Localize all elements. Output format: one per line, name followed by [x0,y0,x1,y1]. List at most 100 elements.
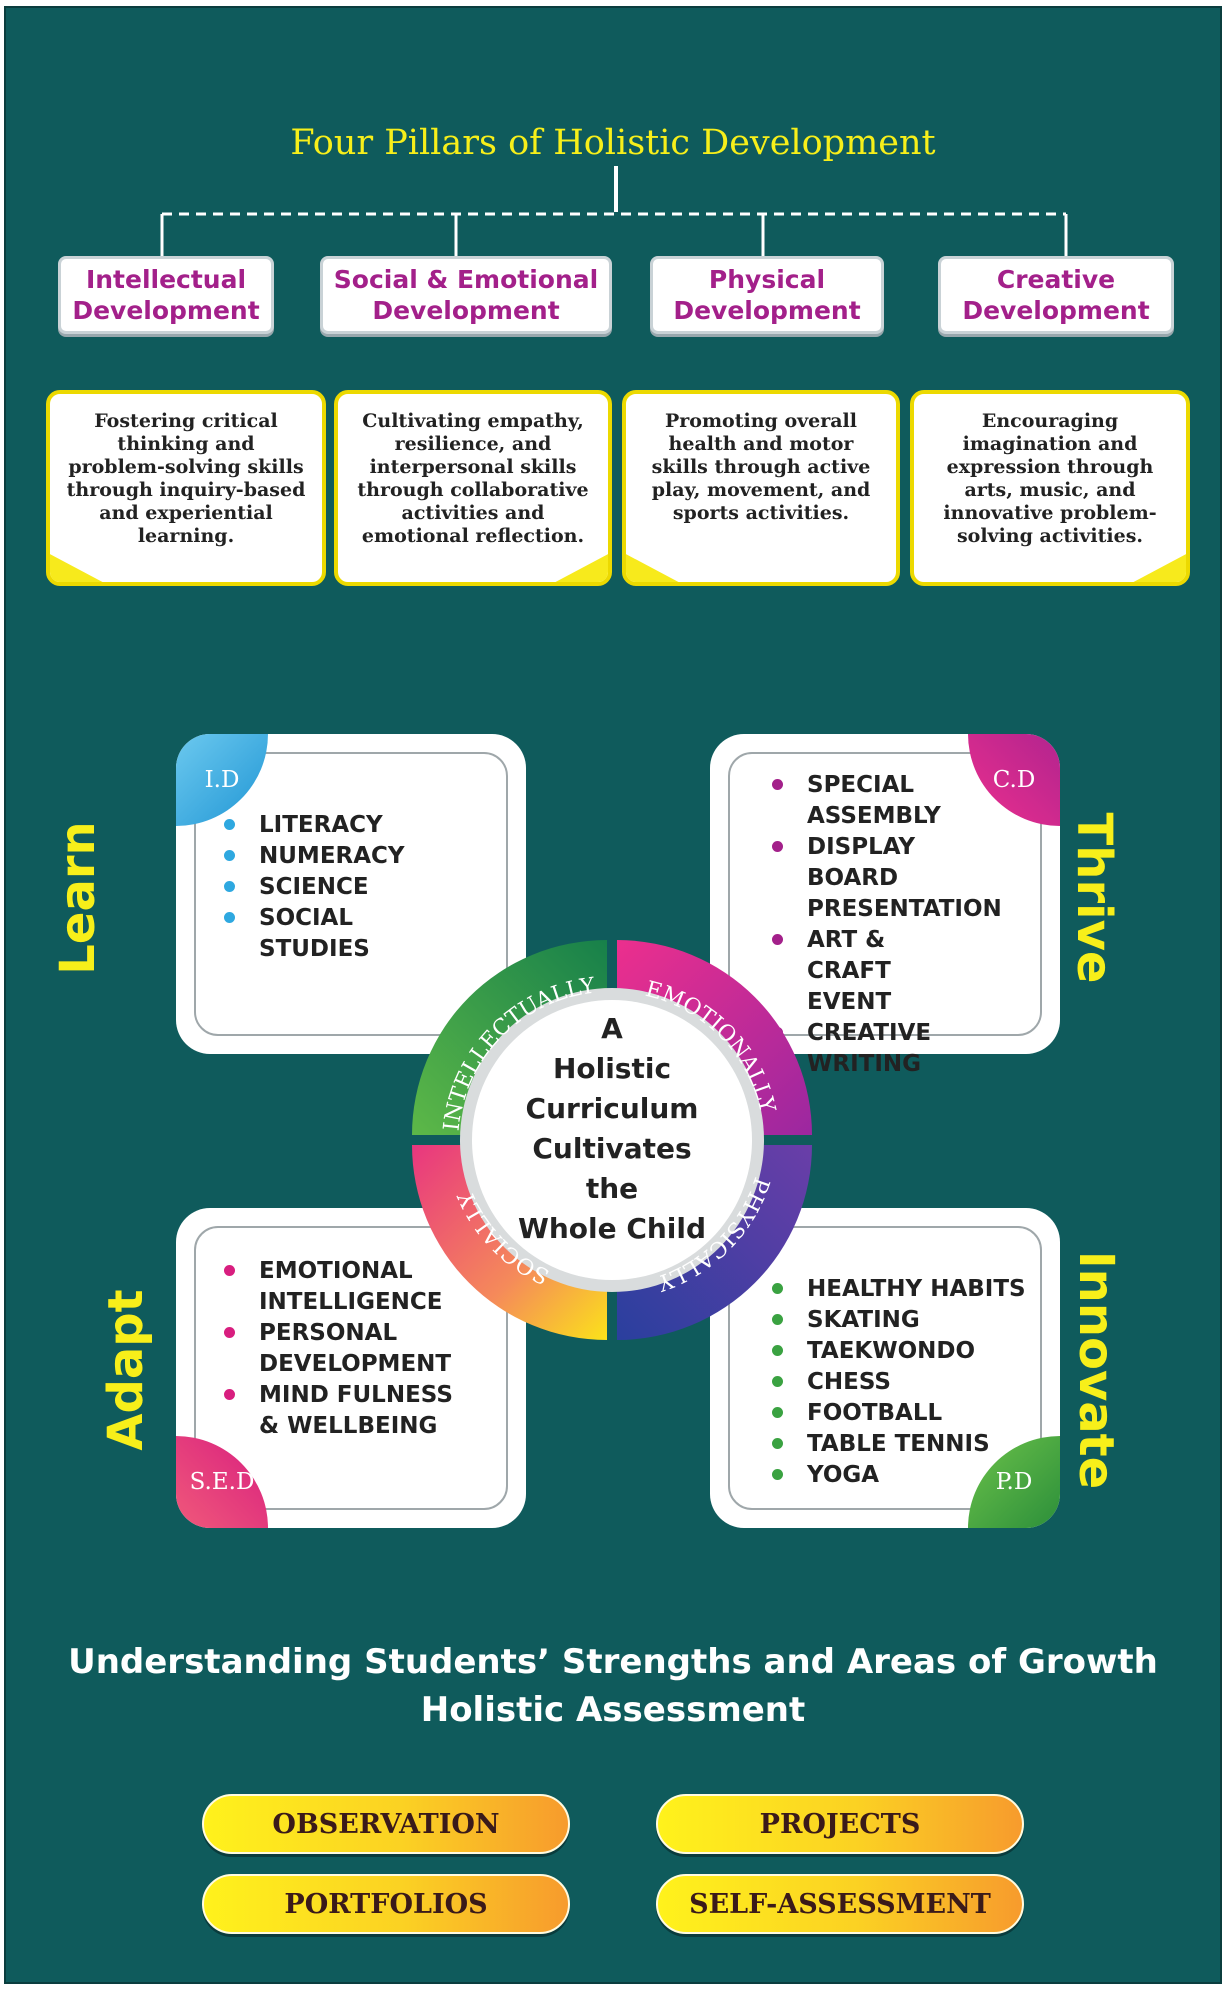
list-item: YOGA [772,1460,1026,1491]
quadrant-list: LITERACY NUMERACY SCIENCE SOCIAL STUDIES [224,810,409,965]
bullet-icon [772,1345,783,1356]
list-item-text: CHESS [807,1369,891,1395]
connector-tree [160,166,1068,258]
note-text: Fostering critical thinking and problem-… [66,410,306,547]
list-item: PERSONAL DEVELOPMENT [224,1318,464,1380]
tab-label: S.E.D [189,1469,255,1495]
list-item-text: NUMERACY [259,843,405,869]
list-item-text: LITERACY [259,812,383,838]
list-item: TABLE TENNIS [772,1429,1026,1460]
center-text-line: A [601,1012,623,1045]
tab-label: I.D [204,767,240,793]
pillar-label: Social & Emotional [333,265,599,294]
note-social-emotional: Cultivating empathy, resilience, and int… [334,390,612,586]
list-item: NUMERACY [224,841,409,872]
bullet-icon [224,912,235,923]
list-item-text: CREATIVE WRITING [807,1020,932,1077]
bullet-icon [224,1389,235,1400]
quadrant-border [194,752,508,1036]
note-creative: Encouraging imagination and expression t… [910,390,1190,586]
method-portfolios: PORTFOLIOS [202,1874,570,1934]
list-item: DISPLAY BOARD PRESENTATION [772,832,1002,925]
list-item: TAEKWONDO [772,1336,1026,1367]
quadrant-list: SPECIAL ASSEMBLY DISPLAY BOARD PRESENTAT… [772,770,1002,1080]
tab-label: C.D [992,767,1036,793]
method-observation: OBSERVATION [202,1794,570,1854]
page-curl [548,552,608,582]
bullet-icon [772,1283,783,1294]
bullet-icon [772,779,783,790]
quadrant-list: HEALTHY HABITS SKATING TAEKWONDO CHESS F… [772,1274,1026,1491]
list-item-text: SOCIAL STUDIES [259,905,370,962]
page-curl [626,552,686,582]
list-item-text: MIND FULNESS & WELLBEING [259,1382,453,1439]
list-item-text: ART & CRAFT EVENT [807,927,892,1015]
note-text: Promoting overall health and motor skill… [651,410,871,524]
bullet-icon [224,850,235,861]
list-item: HEALTHY HABITS [772,1274,1026,1305]
main-title: Four Pillars of Holistic Development [290,123,936,163]
method-self-assessment: SELF-ASSESSMENT [656,1874,1024,1934]
bullet-icon [772,1376,783,1387]
list-item-text: SCIENCE [259,874,369,900]
assessment-subtitle: Understanding Students’ Strengths and Ar… [68,1642,1158,1682]
list-item: SKATING [772,1305,1026,1336]
side-label-innovate: Innovate [1068,1250,1124,1490]
side-label-thrive: Thrive [1066,812,1122,984]
tab-label: P.D [995,1469,1033,1495]
side-label-learn: Learn [50,821,106,975]
list-item-text: FOOTBALL [807,1400,943,1426]
list-item: FOOTBALL [772,1398,1026,1429]
list-item: MIND FULNESS & WELLBEING [224,1380,464,1442]
list-item-text: YOGA [807,1462,880,1488]
bullet-icon [772,841,783,852]
list-item: SPECIAL ASSEMBLY [772,770,1002,832]
bullet-icon [224,819,235,830]
pillar-label: Development [372,296,560,325]
list-item: CHESS [772,1367,1026,1398]
quadrant-creative: C.D SPECIAL ASSEMBLY DISPLAY BOARD PRESE… [710,734,1060,1077]
list-item-text: TABLE TENNIS [807,1431,990,1457]
bullet-icon [224,1327,235,1338]
tab-id: I.D [176,734,268,826]
page-curl [1126,552,1186,582]
pillar-label: Development [72,296,260,325]
pillar-label: Development [673,296,861,325]
bullet-icon [772,934,783,945]
pillar-label: Physical [708,265,826,294]
center-text-line: Whole Child [518,1212,706,1245]
quadrant-border [728,752,1042,1036]
note-intellectual: Fostering critical thinking and problem-… [46,390,326,586]
quadrant-border [194,1226,508,1510]
page-curl [50,552,110,582]
pillar-label: Intellectual [85,265,247,294]
bullet-icon [772,1438,783,1449]
bullet-icon [224,1265,235,1276]
infographic: Four Pillars of Holistic Development Int… [4,6,1222,1984]
list-item-text: TAEKWONDO [807,1338,976,1364]
bullet-icon [772,1314,783,1325]
method-projects: PROJECTS [656,1794,1024,1854]
note-text: Cultivating empathy, resilience, and int… [357,410,589,547]
list-item-text: DISPLAY BOARD PRESENTATION [807,834,1002,922]
pillar-label: Creative [996,265,1116,294]
center-text-line: Cultivates [532,1132,691,1165]
center-text-line: the [586,1172,638,1205]
quadrant-list: EMOTIONAL INTELLIGENCE PERSONAL DEVELOPM… [224,1256,464,1442]
assessment-title: Holistic Assessment [420,1690,806,1730]
bullet-icon [772,1407,783,1418]
bullet-icon [224,881,235,892]
side-label-adapt: Adapt [98,1289,154,1451]
list-item-text: PERSONAL DEVELOPMENT [259,1320,452,1377]
list-item: ART & CRAFT EVENT [772,925,1002,1018]
pillar-label: Development [962,296,1150,325]
list-item-text: HEALTHY HABITS [807,1276,1026,1302]
list-item-text: EMOTIONAL INTELLIGENCE [259,1258,443,1315]
ring-center-disc [472,1000,752,1280]
list-item-text: SPECIAL ASSEMBLY [807,772,941,829]
list-item-text: SKATING [807,1307,920,1333]
